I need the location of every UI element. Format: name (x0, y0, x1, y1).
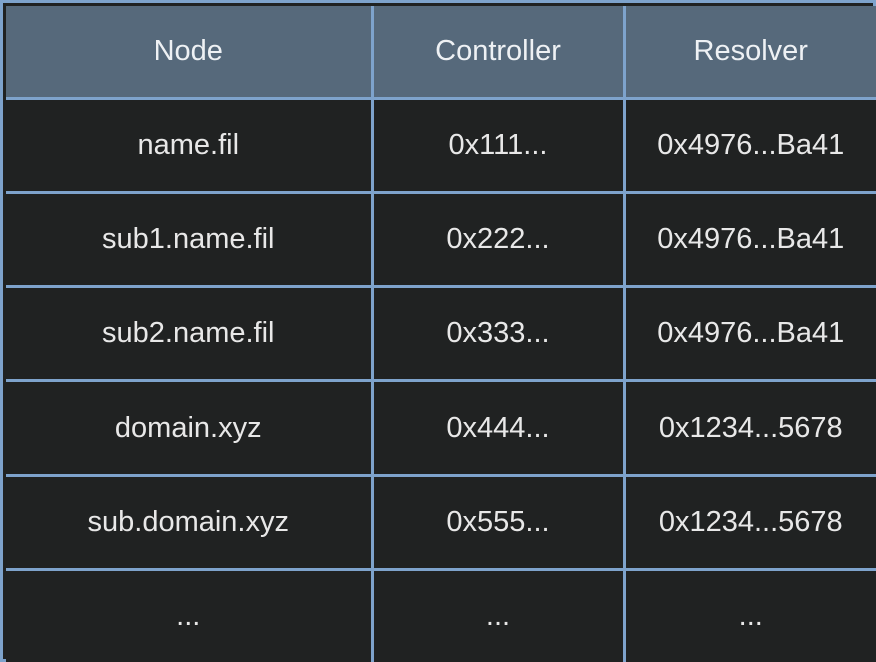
controller-cell: ... (370, 567, 626, 662)
node-cell: sub.domain.xyz (6, 473, 374, 571)
resolver-cell: 0x4976...Ba41 (622, 96, 876, 195)
table-row: domain.xyz 0x444... 0x1234...5678 (6, 379, 876, 477)
node-cell: domain.xyz (6, 379, 374, 477)
node-cell: sub1.name.fil (6, 191, 374, 289)
node-controller-resolver-table: Node Controller Resolver name.fil 0x111.… (6, 6, 876, 662)
node-cell: name.fil (6, 96, 374, 195)
resolver-cell: ... (622, 567, 876, 662)
table-row-ellipsis: ... ... ... (6, 567, 876, 662)
header-node: Node (6, 6, 374, 100)
table-row: sub.domain.xyz 0x555... 0x1234...5678 (6, 473, 876, 571)
controller-cell: 0x444... (370, 379, 626, 477)
controller-cell: 0x333... (370, 285, 626, 383)
node-cell: sub2.name.fil (6, 285, 374, 383)
table-row: sub2.name.fil 0x333... 0x4976...Ba41 (6, 285, 876, 383)
header-resolver: Resolver (622, 6, 876, 100)
resolver-cell: 0x4976...Ba41 (622, 191, 876, 289)
resolver-cell: 0x4976...Ba41 (622, 285, 876, 383)
resolver-cell: 0x1234...5678 (622, 473, 876, 571)
resolver-cell: 0x1234...5678 (622, 379, 876, 477)
header-row: Node Controller Resolver (6, 6, 876, 100)
header-controller: Controller (370, 6, 626, 100)
table-row: sub1.name.fil 0x222... 0x4976...Ba41 (6, 191, 876, 289)
controller-cell: 0x111... (370, 96, 626, 195)
controller-cell: 0x555... (370, 473, 626, 571)
table-row: name.fil 0x111... 0x4976...Ba41 (6, 96, 876, 195)
node-cell: ... (6, 567, 374, 662)
controller-cell: 0x222... (370, 191, 626, 289)
